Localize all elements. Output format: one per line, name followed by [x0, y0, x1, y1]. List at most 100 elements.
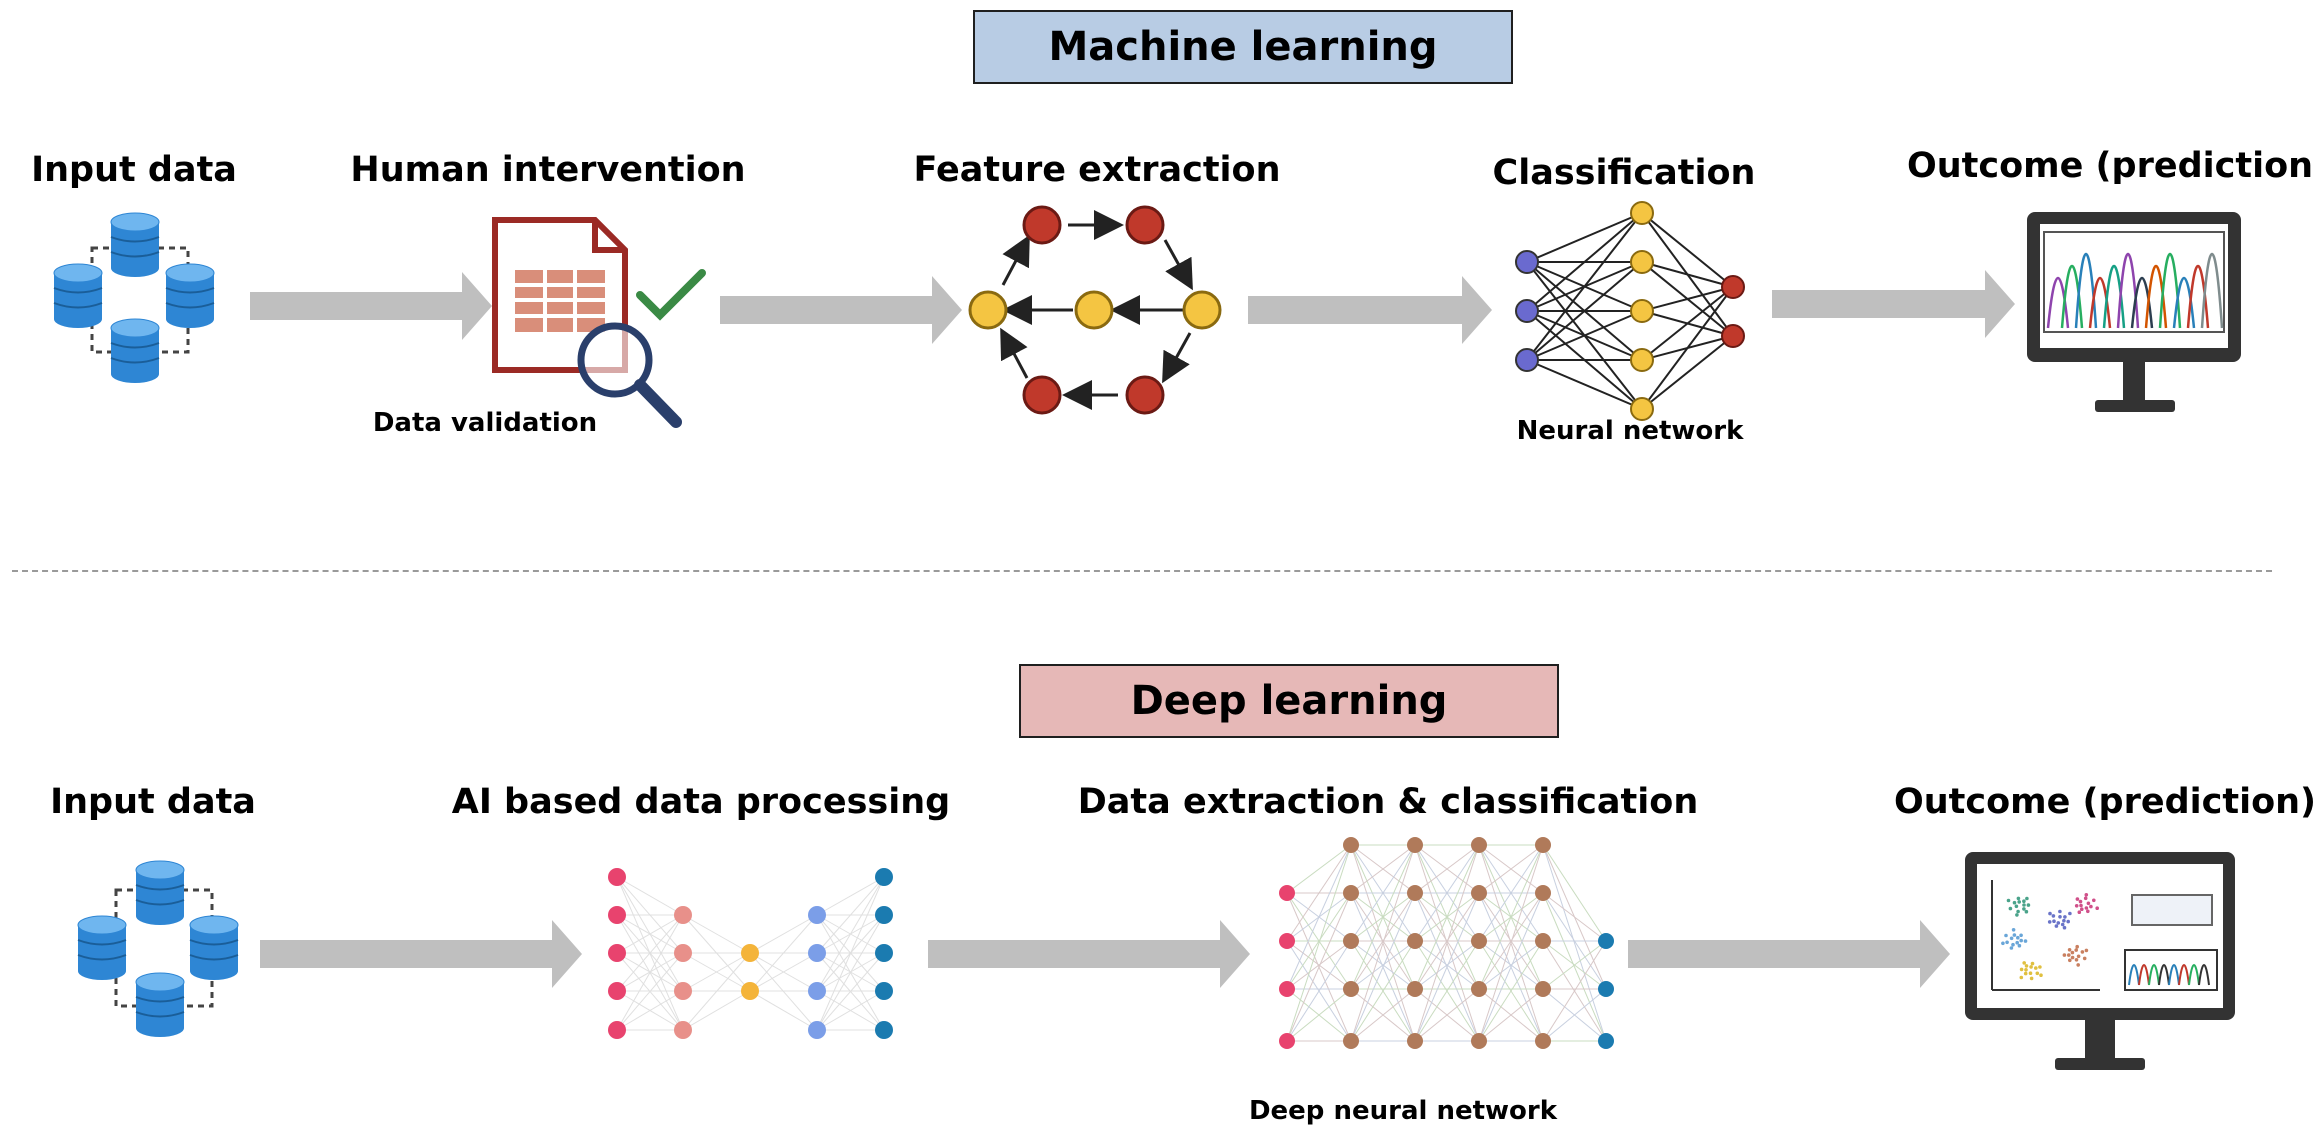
cluster-dot	[2035, 971, 2040, 976]
dnn-edge	[1414, 892, 1480, 990]
cluster-dot	[2028, 971, 2033, 975]
cluster-dot	[2063, 915, 2067, 919]
dnn-edge	[1414, 988, 1480, 1042]
cluster-dot	[2019, 967, 2024, 972]
ae-node	[674, 982, 692, 1000]
cluster-dot	[2022, 961, 2026, 965]
peak-line	[2130, 276, 2154, 329]
peak-line	[2172, 276, 2196, 329]
nn-edge	[1641, 212, 1734, 288]
peak-line	[2060, 264, 2084, 329]
ae-node	[608, 1021, 626, 1039]
dnn-edge	[1286, 940, 1352, 990]
dnn-edge	[1478, 844, 1544, 1042]
cluster-dot	[2062, 918, 2066, 923]
dnn-node	[1535, 1033, 1551, 1049]
section-divider	[12, 570, 2272, 572]
cluster-dot	[2019, 938, 2023, 943]
ml-label-input: Input data	[31, 150, 237, 190]
cluster-dot	[2015, 940, 2019, 945]
peak-line	[2186, 264, 2210, 329]
nn-edge	[1526, 310, 1643, 361]
cluster-dot	[2023, 971, 2028, 976]
ae-edge	[682, 952, 751, 992]
dnn-edge	[1414, 844, 1480, 894]
dnn-edge	[1350, 940, 1416, 990]
nn-edge	[1641, 335, 1734, 410]
ml-title-box: Machine learning	[973, 10, 1513, 84]
dnn-edge	[1286, 988, 1352, 1042]
cluster-dot	[2079, 903, 2083, 908]
ae-node	[608, 944, 626, 962]
cluster-dot	[2076, 954, 2081, 959]
peak-line	[2200, 253, 2224, 329]
cluster-dot	[2009, 946, 2014, 950]
ai-processing-network	[608, 868, 893, 1039]
ml-arrow-4	[1772, 270, 2015, 338]
cluster-dot	[2076, 963, 2080, 967]
cluster-dot	[2074, 948, 2078, 952]
mini-peak	[2138, 964, 2150, 986]
feature-extraction-graph	[968, 205, 1222, 415]
cluster-dot	[2012, 933, 2017, 937]
cluster-dot	[2067, 953, 2071, 957]
cluster-dot	[2068, 958, 2072, 963]
dl-database-icon	[77, 860, 239, 1038]
nn-hidden-node	[1630, 250, 1654, 274]
dnn-edge	[1478, 892, 1544, 990]
dnn-node	[1407, 837, 1423, 853]
ae-node	[608, 906, 626, 924]
cluster-dot	[2017, 900, 2021, 904]
cluster-dot	[2023, 939, 2028, 943]
ml-label-outcome: Outcome (prediction)	[1906, 146, 2314, 186]
cluster-dot	[2047, 920, 2052, 924]
ml-arrow-2	[720, 276, 962, 344]
dnn-edge	[1350, 844, 1416, 894]
cluster-dot	[2006, 898, 2011, 903]
cluster-dot	[2082, 956, 2087, 961]
dnn-node	[1343, 1033, 1359, 1049]
ae-edge	[749, 914, 818, 954]
cluster-dot	[2077, 910, 2082, 914]
mini-peak	[2188, 964, 2200, 986]
cluster-dot	[2084, 893, 2089, 897]
dnn-edge	[1286, 940, 1352, 1042]
cluster-dot	[2052, 919, 2056, 923]
nn-edge	[1641, 286, 1734, 410]
dnn-edge	[1414, 940, 1480, 1042]
dnn-edge	[1286, 892, 1352, 1042]
dnn-node	[1471, 885, 1487, 901]
cluster-dot	[2024, 909, 2029, 914]
cluster-dot	[2030, 961, 2035, 966]
cluster-dot	[2089, 904, 2093, 909]
ae-node	[741, 982, 759, 1000]
dnn-node	[1279, 981, 1295, 997]
nn-hidden-node	[1630, 397, 1654, 421]
cluster-dot	[2054, 924, 2059, 928]
dnn-edge	[1350, 844, 1416, 942]
mini-peak	[2198, 964, 2210, 986]
dnn-node	[1535, 933, 1551, 949]
dnn-edge	[1478, 940, 1544, 990]
cluster-dot	[2060, 922, 2065, 927]
cluster-dot	[2022, 907, 2026, 911]
nn-edge	[1526, 261, 1643, 361]
cluster-dot	[2062, 925, 2067, 930]
ae-edge	[816, 876, 885, 954]
dnn-edge	[1478, 844, 1544, 894]
dnn-edge	[1542, 892, 1607, 942]
dl-arrow-1	[260, 920, 582, 988]
dnn-edge	[1542, 892, 1607, 1042]
dnn-edge	[1414, 844, 1480, 1042]
dnn-edge	[1286, 844, 1352, 894]
dnn-edge	[1350, 892, 1416, 1042]
dnn-node	[1535, 981, 1551, 997]
cluster-dot	[2014, 904, 2019, 909]
cluster-dot	[2022, 903, 2026, 907]
cluster-dot	[2011, 942, 2015, 947]
dnn-node	[1279, 885, 1295, 901]
ae-edge	[749, 952, 818, 992]
cluster-dot	[2029, 965, 2033, 969]
cluster-dot	[2026, 903, 2031, 907]
